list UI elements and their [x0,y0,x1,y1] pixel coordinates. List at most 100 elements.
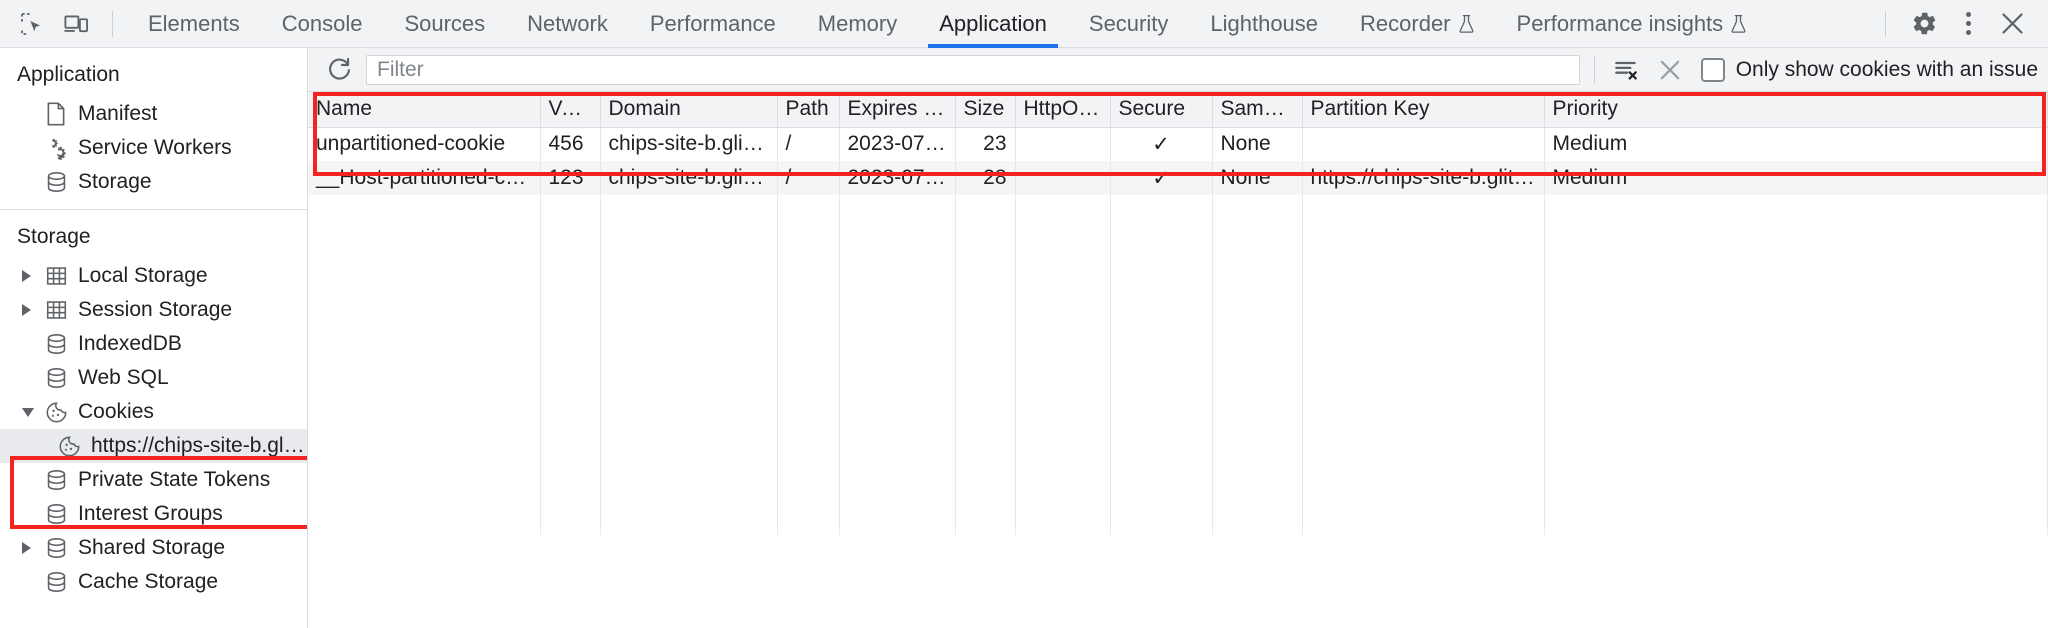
column-header-size[interactable]: Size [955,92,1016,128]
sidebar-item-local-storage[interactable]: Local Storage [0,259,307,293]
cell-name: __Host-partitioned-cookie [308,161,541,195]
tab-label: Security [1088,10,1169,36]
table-grid-icon [42,264,70,288]
column-header-httponly[interactable]: HttpOnly [1015,92,1111,128]
chevron-down-icon[interactable] [22,407,42,417]
sidebar-item-service-workers[interactable]: Service Workers [0,131,307,165]
experiment-flask-icon [1459,14,1473,33]
sidebar-item-private-state-tokens[interactable]: Private State Tokens [0,463,307,497]
table-grid-icon [42,298,70,322]
only-issues-label: Only show cookies with an issue [1735,57,2038,81]
sidebar-item-session-storage[interactable]: Session Storage [0,293,307,327]
tab-elements[interactable]: Elements [127,0,261,48]
tab-performance[interactable]: Performance [629,0,797,48]
close-icon[interactable] [1990,2,2034,46]
sidebar-item-storage[interactable]: Storage [0,165,307,199]
tab-label: Application [939,10,1047,36]
sidebar-item-label: Private State Tokens [78,468,271,491]
column-header-samesite[interactable]: SameSite [1212,92,1303,128]
chevron-right-icon[interactable] [22,304,42,316]
cookies-table-body: unpartitioned-cookie 456 chips-site-b.gl… [308,127,2048,195]
cookies-table-container: Name Value Domain Path Expires / M… Size… [308,92,2048,628]
sidebar-item-interest-groups[interactable]: Interest Groups [0,497,307,531]
empty-row [308,297,2048,331]
application-sidebar: Application Manifest [0,48,308,628]
cell-domain: chips-site-b.glitch.me [600,127,778,161]
clear-filter-icon[interactable] [1609,53,1643,87]
empty-row [308,399,2048,433]
toolbar-divider [112,10,113,37]
table-row[interactable]: unpartitioned-cookie 456 chips-site-b.gl… [308,127,2048,161]
table-row[interactable]: __Host-partitioned-cookie 123 chips-site… [308,161,2048,195]
tab-security[interactable]: Security [1068,0,1189,48]
column-header-name[interactable]: Name [308,92,541,128]
sidebar-item-label: Session Storage [78,298,233,321]
chevron-right-icon[interactable] [22,542,42,554]
cookies-table-head: Name Value Domain Path Expires / M… Size… [308,92,2048,128]
sidebar-section-storage: Storage Local Storage [0,209,307,609]
search-input[interactable] [366,54,1580,85]
manifest-document-icon [42,102,70,126]
sidebar-item-label: Cookies [78,400,154,423]
sidebar-item-label: Cache Storage [78,570,219,593]
empty-row [308,501,2048,535]
column-header-partition-key[interactable]: Partition Key [1302,92,1545,128]
cell-size: 28 [955,161,1016,195]
gear-icon[interactable] [1902,2,1946,46]
column-header-priority[interactable]: Priority [1544,92,2048,128]
chevron-right-icon[interactable] [22,270,42,282]
sidebar-item-label: Interest Groups [78,502,223,525]
cell-path: / [777,127,840,161]
cell-priority: Medium [1544,127,2048,161]
cell-priority: Medium [1544,161,2048,195]
cell-domain: chips-site-b.glitch.me [600,161,778,195]
sidebar-item-cookies[interactable]: Cookies [0,395,307,429]
sidebar-item-indexeddb[interactable]: IndexedDB [0,327,307,361]
cell-partition-key: https://chips-site-b.glitch.me [1302,161,1545,195]
devtools-tabbar: Elements Console Sources Network Perform… [0,0,2048,48]
cell-expires: 2023-07-07… [839,161,956,195]
empty-row [308,365,2048,399]
column-header-secure[interactable]: Secure [1110,92,1213,128]
device-toolbar-icon[interactable] [54,2,98,46]
sidebar-item-cookie-origin[interactable]: https://chips-site-b.glitch.me [0,429,307,463]
column-header-value[interactable]: Value [540,92,601,128]
tab-label: Lighthouse [1210,10,1319,36]
refresh-icon[interactable] [322,53,356,87]
only-issues-checkbox-row[interactable]: Only show cookies with an issue [1697,57,2038,82]
database-icon [42,366,70,390]
column-header-path[interactable]: Path [777,92,840,128]
cell-samesite: None [1212,161,1303,195]
sidebar-item-shared-storage[interactable]: Shared Storage [0,531,307,565]
tab-console[interactable]: Console [261,0,384,48]
only-issues-checkbox[interactable] [1700,57,1725,82]
tab-network[interactable]: Network [506,0,629,48]
cell-secure: ✓ [1110,161,1213,195]
sidebar-item-web-sql[interactable]: Web SQL [0,361,307,395]
tab-application[interactable]: Application [918,0,1068,48]
tab-lighthouse[interactable]: Lighthouse [1189,0,1339,48]
tab-label: Memory [817,10,898,36]
sidebar-item-label: Web SQL [78,366,169,389]
filter-divider [1593,55,1595,84]
tab-sources[interactable]: Sources [383,0,506,48]
cell-httponly [1015,127,1111,161]
more-options-icon[interactable] [1946,2,1990,46]
column-header-expires[interactable]: Expires / M… [839,92,956,128]
database-icon [42,536,70,560]
tab-performance-insights[interactable]: Performance insights [1496,0,1769,48]
inspect-element-icon[interactable] [10,2,54,46]
sidebar-item-cache-storage[interactable]: Cache Storage [0,565,307,599]
cell-value: 123 [540,161,601,195]
tab-label: Recorder [1360,10,1451,36]
experiment-flask-icon [1731,14,1746,33]
tab-memory[interactable]: Memory [797,0,918,48]
sidebar-item-manifest[interactable]: Manifest [0,97,307,131]
tab-recorder[interactable]: Recorder [1339,0,1495,48]
clear-all-cookies-icon[interactable] [1653,53,1687,87]
tab-label: Elements [148,10,240,36]
empty-row [308,433,2048,467]
tab-label: Performance insights [1516,10,1724,36]
column-header-domain[interactable]: Domain [600,92,778,128]
